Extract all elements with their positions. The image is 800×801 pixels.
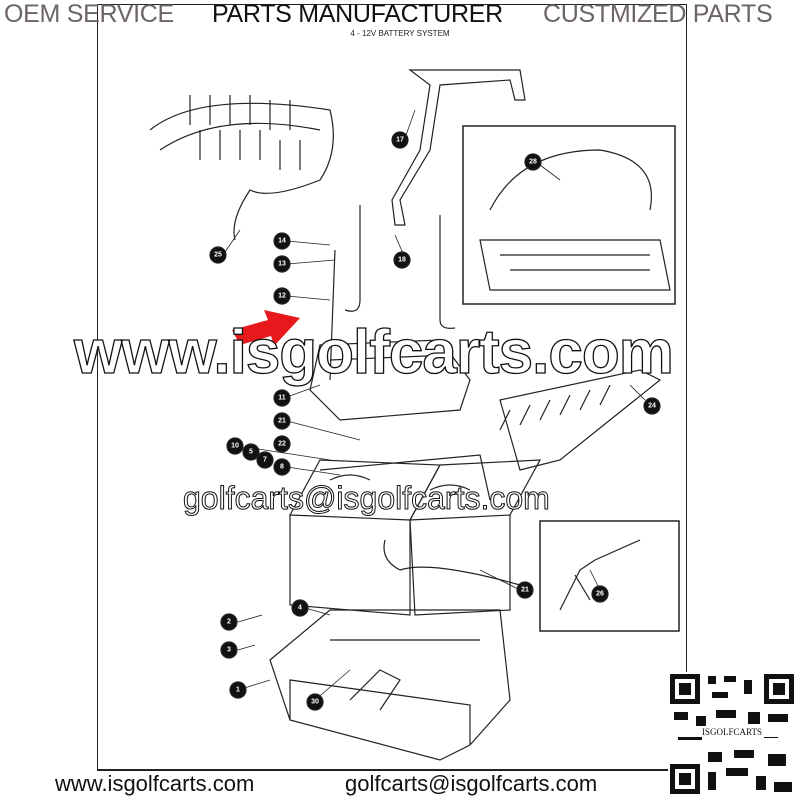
svg-text:1: 1 [236,687,240,694]
callout-markers: 25 17 28 14 13 18 12 11 24 21 22 10 5 7 … [209,131,661,711]
svg-text:17: 17 [396,137,404,144]
svg-text:24: 24 [648,403,656,410]
svg-text:21: 21 [521,587,529,594]
watermark-email: golfcarts@isgolfcarts.com [183,480,551,516]
inset-wiring-panel [462,125,676,305]
svg-text:8: 8 [280,464,284,471]
svg-text:30: 30 [311,699,319,706]
svg-text:4: 4 [298,605,302,612]
svg-text:25: 25 [214,252,222,259]
header-customized-parts: CUSTMIZED PARTS [543,0,773,28]
hold-down-rods [329,205,456,381]
svg-text:2: 2 [227,619,231,626]
footer-email-link[interactable]: golfcarts@isgolfcarts.com [345,771,598,796]
red-arrow-pointer [232,310,300,346]
inset-charger-receptacle [539,520,680,632]
footer-website-link[interactable]: www.isgolfcarts.com [55,771,255,796]
diagram-title: 4 - 12V BATTERY SYSTEM [350,29,450,38]
svg-text:13: 13 [278,261,286,268]
batteries [289,454,542,616]
svg-text:18: 18 [398,257,406,264]
svg-text:22: 22 [278,441,286,448]
svg-text:21: 21 [278,418,286,425]
header-parts-manufacturer: PARTS MANUFACTURER [212,0,503,28]
svg-text:28: 28 [529,159,537,166]
svg-text:14: 14 [278,238,286,245]
svg-text:5: 5 [249,449,253,456]
diagram-frame [97,4,687,771]
svg-text:10: 10 [231,443,239,450]
svg-text:12: 12 [278,293,286,300]
header-oem-service: OEM SERVICE [4,0,174,28]
svg-text:7: 7 [263,457,267,464]
wire-harness-right [499,369,662,471]
wire-harness-top [149,95,334,241]
svg-text:26: 26 [596,591,604,598]
svg-text:3: 3 [227,647,231,654]
battery-tray-frame [309,339,471,421]
battery-tray [269,609,511,761]
watermark-url: www.isgolfcarts.com [73,318,674,387]
qr-code-label: ISGOLFCARTS [672,727,792,737]
svg-text:11: 11 [278,395,286,402]
battery-hold-down-bracket [391,69,526,226]
